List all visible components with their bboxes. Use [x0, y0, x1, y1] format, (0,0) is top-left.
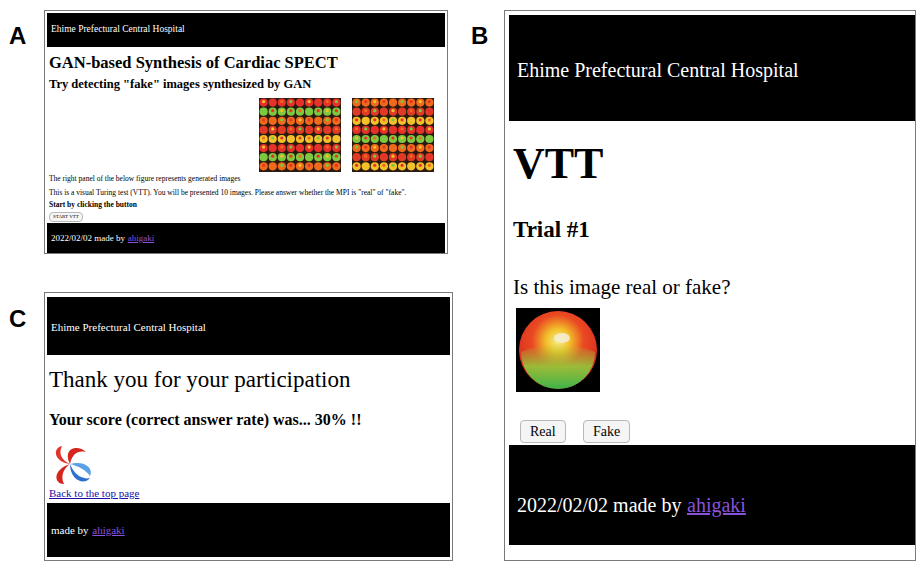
- hospital-name: Ehime Prefectural Central Hospital: [517, 59, 799, 82]
- footer-text: made by: [51, 524, 89, 537]
- header-bar: Ehime Prefectural Central Hospital: [47, 297, 450, 355]
- screenshot-panel: Ehime Prefectural Central HospitalReal Fa…: [504, 10, 916, 561]
- hospital-name: Ehime Prefectural Central Hospital: [51, 321, 206, 334]
- header-bar: Ehime Prefectural Central Hospital: [47, 13, 445, 47]
- panel-letter: C: [9, 305, 26, 333]
- trial-number: Trial #1: [513, 217, 590, 243]
- footer-text: 2022/02/02 made by: [51, 233, 125, 243]
- hospital-logo: [56, 446, 91, 484]
- hospital-name: Ehime Prefectural Central Hospital: [51, 24, 185, 35]
- page-title: GAN-based Synthesis of Cardiac SPECT: [49, 54, 338, 73]
- footer-bar: 2022/02/02 made byahigaki: [47, 223, 445, 253]
- thank-you-heading: Thank you for your participation: [49, 367, 350, 393]
- footer-bar: made byahigaki: [47, 503, 450, 557]
- footer-text: 2022/02/02 made by: [517, 494, 681, 517]
- mpi-polar-map: [516, 308, 600, 392]
- body-text: This is a visual Turing test (VTT). You …: [49, 189, 406, 198]
- body-text: The right panel of the below figure repr…: [49, 175, 240, 184]
- score-text: Your score (correct answer rate) was... …: [49, 411, 362, 429]
- fake-button: Fake: [583, 420, 630, 443]
- page-heading: VTT: [513, 139, 603, 190]
- start-button: START VTT: [49, 212, 83, 222]
- button-label: Real: [530, 424, 556, 440]
- author-link: ahigaki: [128, 233, 155, 243]
- page-subtitle: Try detecting "fake" images synthesized …: [49, 77, 311, 91]
- button-label: START VTT: [53, 214, 79, 220]
- button-label: Fake: [593, 424, 620, 440]
- panel-letter: B: [471, 22, 488, 50]
- screenshot-panel: Ehime Prefectural Central HospitalSTART …: [44, 10, 448, 254]
- question-text: Is this image real or fake?: [513, 275, 731, 299]
- author-link: ahigaki: [92, 524, 124, 537]
- panel-letter: A: [9, 22, 26, 50]
- real-button: Real: [520, 420, 566, 443]
- top-page-link: Back to the top page: [49, 487, 139, 500]
- spect-polar-map-grids: [259, 98, 434, 172]
- body-text: Start by clicking the button: [49, 201, 137, 210]
- header-bar: Ehime Prefectural Central Hospital: [509, 15, 915, 121]
- screenshot-panel: Ehime Prefectural Central Hospital made b…: [44, 292, 453, 561]
- author-link: ahigaki: [687, 494, 746, 517]
- footer-bar: 2022/02/02 made by ahigaki: [509, 445, 915, 545]
